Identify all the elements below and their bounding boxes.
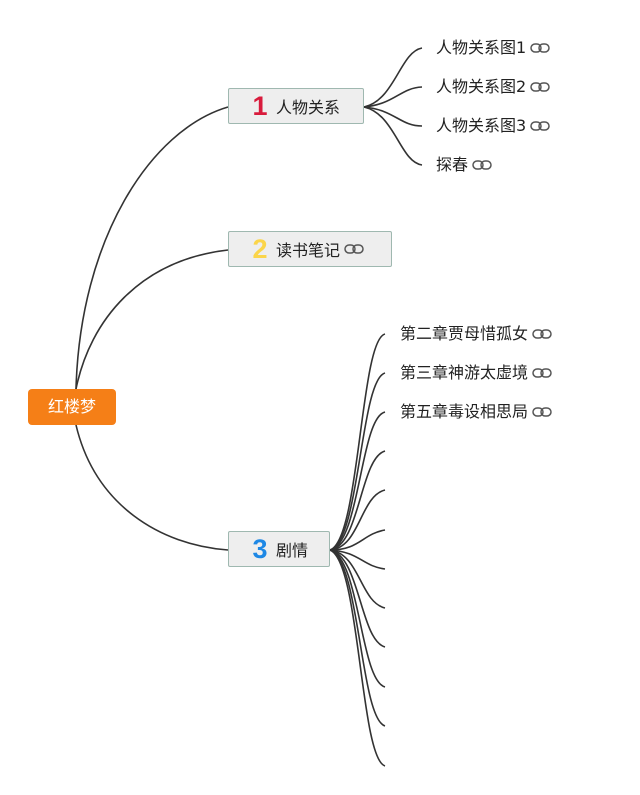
leaf-label: 人物关系图2 — [436, 77, 527, 96]
link-icon[interactable] — [530, 42, 550, 54]
leaf-node[interactable]: 人物关系图1 — [436, 37, 550, 59]
branch-number-1: 1 — [252, 90, 268, 121]
connector-root-branch-2 — [75, 249, 229, 390]
link-icon[interactable] — [532, 406, 552, 418]
connector-b3-leaf-6 — [329, 529, 386, 551]
leaf-label: 第二章贾母惜孤女 — [400, 324, 529, 343]
connector-b3-leaf-4 — [329, 450, 386, 551]
connector-b1-leaf-4 — [363, 106, 423, 166]
branch-number-3: 3 — [252, 533, 268, 564]
connector-b3-leaf-10 — [329, 549, 386, 688]
link-icon[interactable] — [532, 328, 552, 340]
branch-node-3[interactable]: 3 剧情 — [228, 531, 330, 567]
leaf-label: 人物关系图1 — [436, 38, 527, 57]
connector-b3-leaf-7 — [329, 549, 386, 570]
leaf-node[interactable]: 人物关系图3 — [436, 115, 550, 137]
connector-b3-leaf-9 — [329, 549, 386, 648]
connector-b3-leaf-11 — [329, 549, 386, 727]
connector-b3-leaf-12 — [329, 549, 386, 767]
connector-b3-leaf-1 — [329, 333, 386, 551]
root-node[interactable]: 红楼梦 — [28, 389, 116, 425]
leaf-node[interactable]: 第三章神游太虚境 — [400, 362, 552, 384]
leaf-node[interactable]: 探春 — [436, 154, 492, 176]
leaf-label: 第五章毒设相思局 — [400, 402, 529, 421]
connector-b1-leaf-2 — [363, 86, 423, 108]
connector-b1-leaf-1 — [363, 47, 423, 108]
link-icon[interactable] — [344, 243, 364, 255]
leaf-node[interactable]: 第五章毒设相思局 — [400, 401, 552, 423]
branch-node-1[interactable]: 1 人物关系 — [228, 88, 364, 124]
branch-label-1: 人物关系 — [276, 98, 341, 117]
connector-b1-leaf-3 — [363, 106, 423, 127]
leaf-node[interactable]: 第二章贾母惜孤女 — [400, 323, 552, 345]
connector-root-branch-1 — [75, 106, 229, 390]
leaf-label: 人物关系图3 — [436, 116, 527, 135]
branch-number-2: 2 — [252, 233, 268, 264]
connector-b3-leaf-5 — [329, 489, 386, 551]
link-icon[interactable] — [530, 120, 550, 132]
connector-b3-leaf-8 — [329, 549, 386, 609]
connector-root-branch-3 — [75, 424, 229, 551]
branch-label-3: 剧情 — [276, 541, 309, 560]
leaf-label: 第三章神游太虚境 — [400, 363, 529, 382]
branch-label-2: 读书笔记 — [276, 241, 341, 260]
link-icon[interactable] — [530, 81, 550, 93]
connector-b3-leaf-3 — [329, 411, 386, 551]
link-icon[interactable] — [532, 367, 552, 379]
leaf-label: 探春 — [436, 155, 469, 174]
connector-b3-leaf-2 — [329, 372, 386, 551]
branch-node-2[interactable]: 2 读书笔记 — [228, 231, 392, 267]
link-icon[interactable] — [472, 159, 492, 171]
leaf-node[interactable]: 人物关系图2 — [436, 76, 550, 98]
